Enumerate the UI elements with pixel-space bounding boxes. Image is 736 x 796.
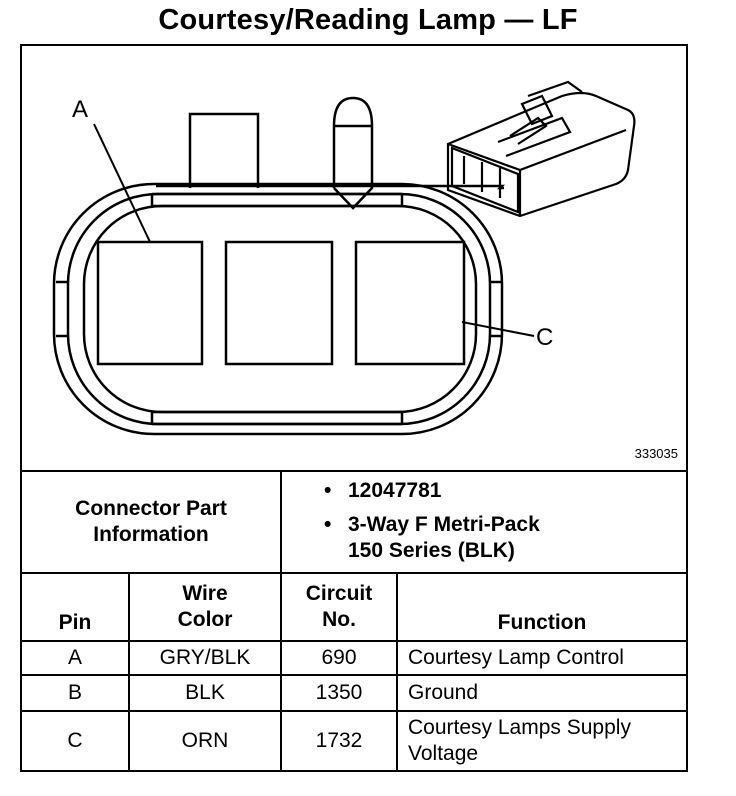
page-title: Courtesy/Reading Lamp — LF (158, 4, 578, 36)
connector-diagram: A C 333035 (22, 46, 686, 474)
column-header-pin: Pin (58, 611, 92, 634)
connector-isometric-drawing (446, 80, 636, 218)
connector-sheet: A C 333035 Connector Part Information • … (20, 44, 688, 772)
table-row-function: Courtesy Lamps Supply Voltage (408, 716, 631, 765)
divider (280, 470, 282, 572)
connector-info-list: • 12047781 • 3-Way F Metri-Pack 150 Seri… (322, 478, 540, 564)
table-row-circuit: 1350 (315, 681, 363, 704)
divider (22, 470, 686, 472)
cavity-b (224, 240, 334, 366)
table-row-function: Ground (408, 681, 479, 704)
table-row-circuit: 690 (321, 646, 357, 669)
table-row-function: Courtesy Lamp Control (408, 646, 624, 669)
table-row-wire-color: GRY/BLK (159, 646, 251, 669)
callout-c: C (536, 324, 554, 351)
table-row-circuit: 1732 (315, 729, 363, 752)
latch-tab (188, 112, 260, 188)
divider (22, 710, 686, 712)
list-item: • 3-Way F Metri-Pack 150 Series (BLK) (324, 513, 540, 562)
divider (280, 572, 282, 772)
cavity-c (354, 240, 466, 366)
cavity-a (96, 240, 204, 366)
table-row-pin: C (67, 729, 83, 752)
table-row-pin: B (67, 681, 82, 704)
divider (396, 572, 398, 772)
table-row-pin: A (67, 646, 82, 669)
column-header-wire-color: Wire Color (177, 582, 233, 631)
divider (22, 640, 686, 642)
table-row-wire-color: BLK (185, 681, 225, 704)
divider (22, 674, 686, 676)
connector-info-label: Connector Part Information (75, 497, 227, 546)
column-header-function: Function (497, 611, 587, 634)
connector-face-drawing (52, 80, 636, 436)
callout-a: A (72, 96, 89, 123)
figure-id: 333035 (634, 446, 678, 461)
divider (128, 572, 130, 772)
column-header-circuit: Circuit No. (305, 582, 373, 631)
list-item: • 12047781 (324, 479, 442, 502)
table-row-wire-color: ORN (181, 729, 229, 752)
key-tab (332, 96, 374, 210)
divider (22, 572, 686, 574)
